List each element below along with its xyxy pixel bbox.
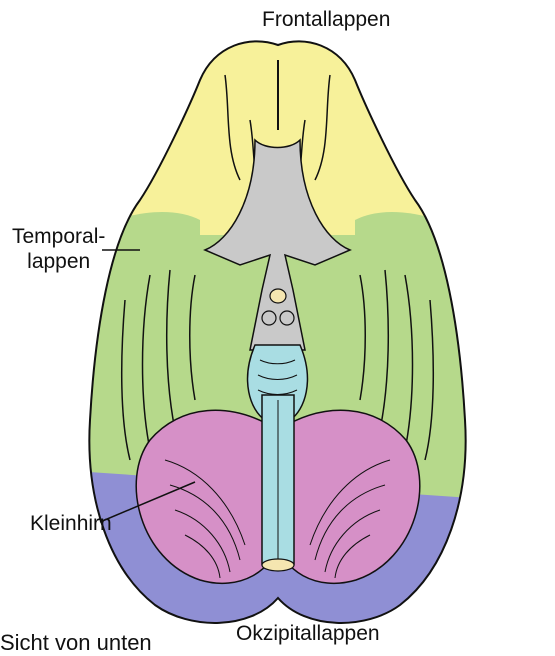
label-occipital-lobe: Okzipitallappen — [236, 622, 380, 647]
pituitary-stalk — [270, 289, 286, 303]
label-frontal-lobe: Frontallappen — [262, 8, 390, 33]
label-cerebellum: Kleinhirn — [30, 512, 112, 537]
label-temporal-line2: lappen — [12, 250, 105, 275]
label-view-direction: Sicht von unten — [0, 630, 152, 656]
label-temporal-lobe: Temporal- lappen — [12, 225, 105, 275]
spinal-cord-section — [262, 559, 294, 571]
label-temporal-line1: Temporal- — [12, 225, 105, 250]
